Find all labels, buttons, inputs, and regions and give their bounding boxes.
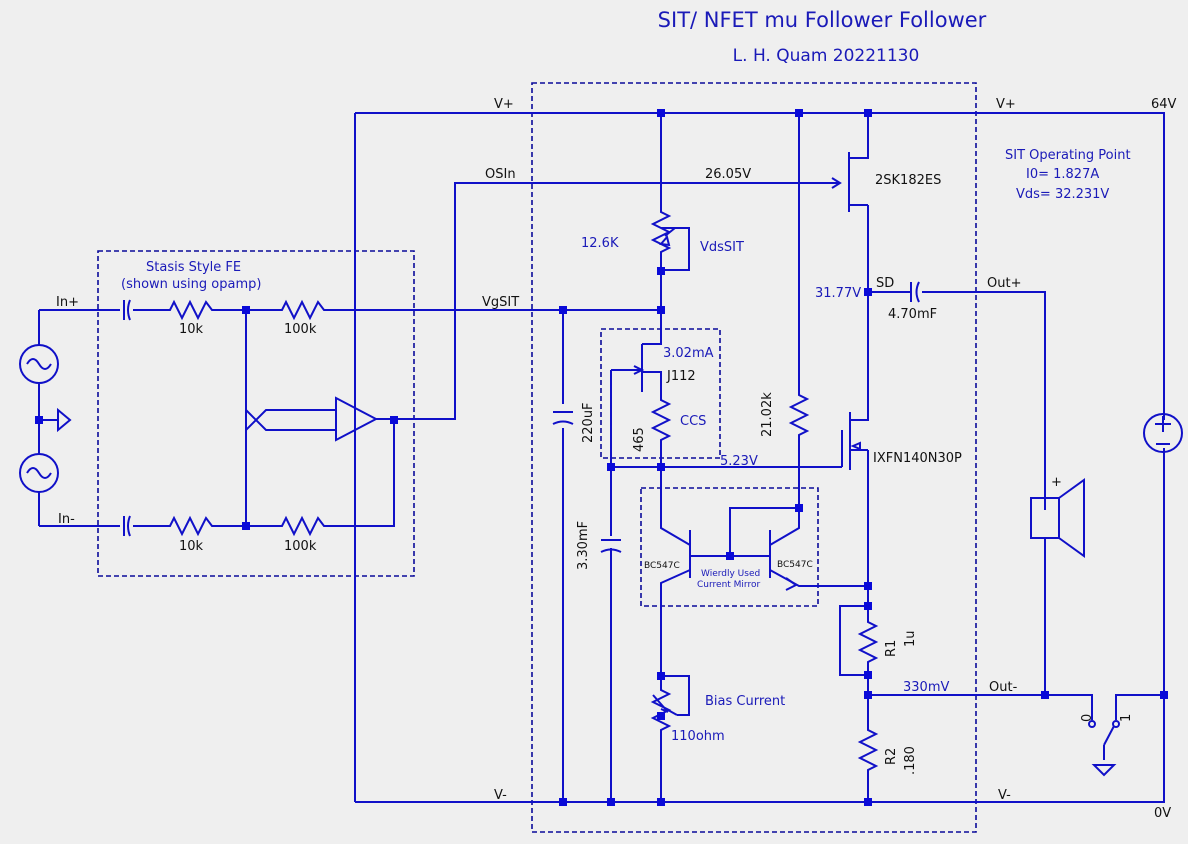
out-minus-wire xyxy=(868,537,1046,696)
label-vminus-right: V- xyxy=(998,788,1011,803)
label-out-cap: 4.70mF xyxy=(888,307,937,322)
jfet-j112 xyxy=(610,310,662,467)
switch-wire xyxy=(1045,694,1093,720)
r1-resistor-network xyxy=(839,586,879,695)
label-bjt-left: BC547C xyxy=(644,561,680,571)
label-mirror-line2: Current Mirror xyxy=(697,580,760,590)
capacitor-220uf xyxy=(552,411,574,425)
switch-icon xyxy=(1088,720,1120,777)
label-ccs-resistor: 465 xyxy=(632,427,647,452)
label-r-top2: 100k xyxy=(284,322,317,337)
diagram-subtitle: L. H. Quam 20221130 xyxy=(733,46,920,66)
vminus-rail xyxy=(355,448,1165,803)
label-r2-name: R2 xyxy=(884,748,899,765)
label-sd: SD xyxy=(876,276,894,291)
label-vdssit-pot: 12.6K xyxy=(581,236,619,251)
label-out-minus-voltage: 330mV xyxy=(903,680,949,695)
label-ground: 0V xyxy=(1154,806,1171,821)
label-supply-voltage: 64V xyxy=(1151,97,1177,112)
current-mirror-box xyxy=(640,487,819,607)
label-switch-0: 0 xyxy=(1080,714,1095,722)
label-switch-1: 1 xyxy=(1119,714,1134,722)
label-cap-220: 220uF xyxy=(581,402,596,443)
label-bias: Bias Current xyxy=(705,694,785,709)
label-vminus-left: V- xyxy=(494,788,507,803)
fe-subtitle: (shown using opamp) xyxy=(121,277,261,292)
label-osin-voltage: 26.05V xyxy=(705,167,751,182)
sit-op-i0: I0= 1.827A xyxy=(1026,167,1099,182)
label-r-top1: 10k xyxy=(179,322,204,337)
amplifier-block-box xyxy=(531,82,977,833)
label-sd-voltage: 31.77V xyxy=(815,286,861,301)
bias-potentiometer xyxy=(650,675,690,802)
label-bjt-right: BC547C xyxy=(777,560,813,570)
vdssit-potentiometer xyxy=(650,113,690,310)
label-ccs: CCS xyxy=(680,414,706,429)
label-mosfet: IXFN140N30P xyxy=(873,451,962,466)
osin-wire xyxy=(454,182,840,420)
switch-wire-right xyxy=(1115,694,1164,720)
label-sit: 2SK182ES xyxy=(875,173,941,188)
ccs-resistor-465 xyxy=(650,392,672,467)
label-vplus-right: V+ xyxy=(996,97,1016,112)
input-sources xyxy=(19,310,72,526)
label-resistor-21k: 21.02k xyxy=(760,392,775,437)
sit-op-title: SIT Operating Point xyxy=(1005,148,1131,163)
label-vdssit: VdsSIT xyxy=(700,240,744,255)
fe-title: Stasis Style FE xyxy=(146,260,241,275)
vplus-rail xyxy=(354,112,1165,802)
capacitor-330mf xyxy=(600,539,622,553)
label-jfet: J112 xyxy=(666,369,696,384)
sit-op-vds: Vds= 32.231V xyxy=(1016,187,1109,202)
label-mirror-line1: Wierdly Used xyxy=(701,569,760,579)
label-r2-value: .180 xyxy=(903,746,918,775)
speaker-icon xyxy=(1030,478,1085,558)
label-r-bot2: 100k xyxy=(284,539,317,554)
label-vgsit: VgSIT xyxy=(482,295,519,310)
diagram-title: SIT/ NFET mu Follower Follower xyxy=(658,8,987,32)
label-r1-name: R1 xyxy=(884,640,899,657)
sit-transistor xyxy=(848,113,869,292)
label-r-bot1: 10k xyxy=(179,539,204,554)
current-mirror xyxy=(660,467,868,680)
label-cap-330: 3.30mF xyxy=(576,521,591,570)
label-out-minus: Out- xyxy=(989,680,1018,695)
supply-voltage-source xyxy=(1143,413,1183,453)
sit-gate-arrow xyxy=(831,177,842,189)
mosfet-transistor xyxy=(611,292,869,586)
label-jfet-current: 3.02mA xyxy=(663,346,714,361)
r2-resistor xyxy=(857,695,879,802)
label-vplus-left: V+ xyxy=(494,97,514,112)
junction-dots xyxy=(35,109,1168,806)
label-in-minus: In- xyxy=(58,512,75,527)
output-capacitor xyxy=(868,281,1046,510)
label-r1-value: 1u xyxy=(903,630,918,647)
label-out-plus: Out+ xyxy=(987,276,1021,291)
label-ccs-node-voltage: 5.23V xyxy=(720,454,758,469)
label-speaker-plus: + xyxy=(1051,475,1062,490)
label-osin: OSIn xyxy=(485,167,516,182)
resistor-21k xyxy=(788,113,810,508)
label-bias-pot: 110ohm xyxy=(671,729,725,744)
label-in-plus: In+ xyxy=(56,295,79,310)
